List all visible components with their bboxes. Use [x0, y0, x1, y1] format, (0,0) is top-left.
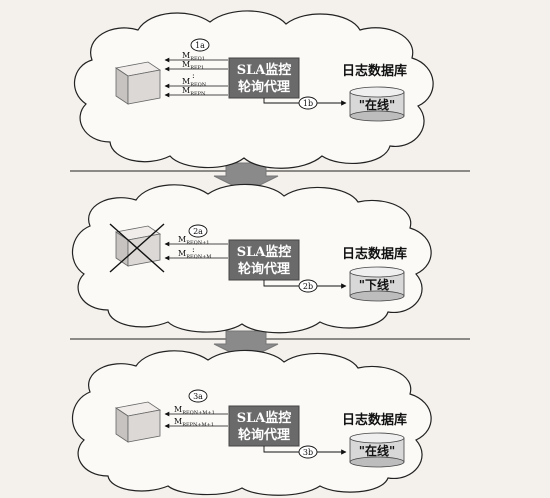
message-ellipsis: : — [192, 71, 195, 80]
database-status: "在线" — [359, 443, 396, 458]
agent-label-line1: SLA监控 — [237, 410, 292, 426]
failed-server-icon — [109, 223, 165, 273]
agent-label-line2: 轮询代理 — [238, 79, 290, 95]
step-2b-badge — [298, 279, 318, 293]
database-icon — [349, 266, 405, 302]
database-title: 日志数据库 — [342, 412, 407, 428]
agent-label-line2: 轮询代理 — [238, 261, 290, 277]
database-title: 日志数据库 — [342, 63, 407, 79]
message-label: MREQN+M+1 — [174, 405, 215, 416]
step-3b-label: 3b — [303, 448, 313, 457]
stage-3: 3a MREQN+M+1 MREPN+M+1 SLA监控 轮询代理 3b 日志数… — [71, 349, 432, 496]
polling-agent-box — [228, 57, 300, 99]
step-3b-badge — [298, 445, 318, 459]
database-status: "下线" — [359, 277, 396, 292]
step-1a-label: 1a — [195, 41, 205, 50]
message-label: MREP1 — [182, 60, 204, 71]
agent-label-line2: 轮询代理 — [238, 427, 290, 443]
stage-2: 2a MREQN+1 : MREQN+M SLA监控 轮询代理 2b 日志数据库… — [71, 183, 432, 334]
polling-agent-box — [228, 405, 300, 447]
step-3a-label: 3a — [193, 392, 203, 401]
database-title: 日志数据库 — [342, 246, 407, 262]
message-label: MREPN+M+1 — [174, 417, 214, 428]
log-arrow — [263, 280, 347, 289]
message-label: MREQN — [182, 77, 207, 88]
step-1a-badge — [190, 38, 210, 52]
message-label: MREQN+M — [178, 249, 211, 260]
server-icon — [114, 61, 162, 105]
step-2a-label: 2a — [193, 227, 203, 236]
database-icon — [349, 432, 405, 468]
step-1b-label: 1b — [303, 99, 313, 108]
log-arrow — [263, 446, 347, 455]
step-2a-badge — [188, 224, 208, 238]
step-3a-badge — [188, 389, 208, 403]
message-ellipsis: : — [192, 245, 195, 254]
database-icon — [349, 86, 405, 122]
stage-1: 1a MREQ1 MREP1 : MREQN MREPN SLA监控 轮询代理 … — [73, 10, 434, 169]
message-label: MREPN — [182, 86, 206, 97]
message-label: MREQN+1 — [178, 235, 209, 246]
agent-label-line1: SLA监控 — [237, 62, 292, 78]
message-label: MREQ1 — [182, 51, 205, 62]
agent-label-line1: SLA监控 — [237, 244, 292, 260]
step-1b-badge — [298, 96, 318, 110]
step-2b-label: 2b — [303, 282, 313, 291]
database-status: "在线" — [359, 97, 396, 112]
server-icon — [114, 401, 162, 443]
log-arrow — [263, 98, 347, 106]
